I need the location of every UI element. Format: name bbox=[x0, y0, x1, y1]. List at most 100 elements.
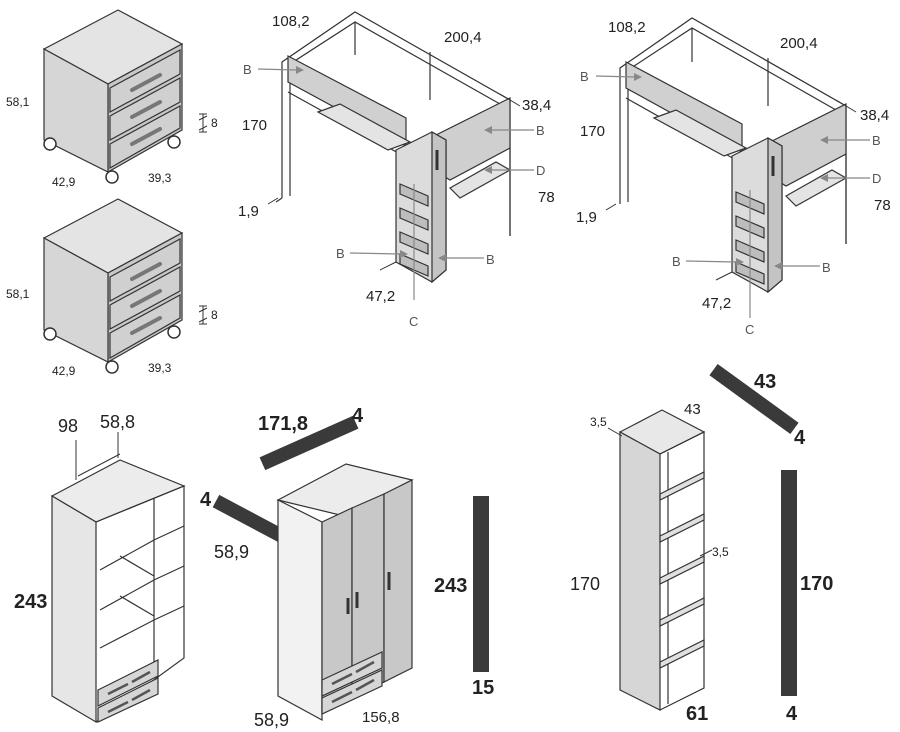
drawer-handle bbox=[331, 672, 353, 686]
wheel bbox=[43, 137, 57, 151]
wheel bbox=[43, 327, 57, 341]
dim-depth: 43 bbox=[684, 401, 701, 418]
bookcase-side bbox=[619, 430, 661, 711]
dim-side-width: 38,4 bbox=[522, 97, 551, 114]
wheel bbox=[167, 135, 181, 149]
bed-frame-inner bbox=[289, 21, 501, 196]
dim-length: 200,4 bbox=[780, 35, 818, 52]
dim-depth: 58,8 bbox=[100, 412, 135, 432]
top-panel-bar bbox=[259, 415, 359, 471]
dim-ladder-width: 47,2 bbox=[702, 295, 731, 312]
drawer-handle bbox=[130, 316, 162, 335]
bed-leg bbox=[275, 197, 283, 203]
dim-line bbox=[715, 271, 733, 281]
vertical-panel-bar bbox=[781, 470, 797, 696]
dim-side-bar-length: 58,9 bbox=[214, 542, 249, 562]
label-b: B bbox=[672, 254, 681, 269]
wardrobe-left-side bbox=[277, 499, 323, 722]
dim-vbar-height: 243 bbox=[434, 575, 467, 597]
dim-line bbox=[77, 453, 121, 477]
bookcase: 3,5 43 3,5 170 61 43 4 170 4 bbox=[570, 363, 833, 725]
vertical-panel-bar bbox=[473, 496, 489, 672]
dim-line bbox=[835, 99, 857, 113]
open-wardrobe: 98 58,8 243 bbox=[14, 412, 186, 724]
dim-top-bar-thick: 4 bbox=[352, 405, 364, 427]
wardrobe: 171,8 4 4 58,9 243 15 58,9 156,8 bbox=[200, 405, 494, 730]
drawer-handle bbox=[130, 289, 162, 308]
dim-depth: 58,9 bbox=[254, 710, 289, 730]
dim-length: 200,4 bbox=[444, 29, 482, 46]
label-c: C bbox=[409, 314, 418, 329]
label-b: B bbox=[872, 133, 881, 148]
dim-line bbox=[379, 261, 397, 271]
ladder-side bbox=[767, 136, 783, 294]
drawer-handle bbox=[130, 73, 162, 92]
drawer-handle bbox=[355, 678, 375, 692]
dim-line bbox=[267, 197, 279, 205]
label-b: B bbox=[580, 69, 589, 84]
dim-height: 58,1 bbox=[6, 287, 30, 301]
drawer-unit-2: 58,1 42,9 39,3 8 bbox=[6, 198, 218, 378]
dim-ladder-width: 47,2 bbox=[366, 288, 395, 305]
dim-height: 58,1 bbox=[6, 95, 30, 109]
dim-shelf-height: 78 bbox=[874, 197, 891, 214]
bed-frame-inner bbox=[627, 27, 837, 202]
drawer-handle bbox=[107, 700, 129, 714]
dim-bar-length: 43 bbox=[754, 371, 776, 393]
dim-inner-shelf: 3,5 bbox=[712, 545, 729, 559]
wheel-dimension-mark bbox=[198, 305, 208, 325]
drawer-handle bbox=[130, 127, 162, 146]
dim-width: 42,9 bbox=[52, 175, 76, 189]
drawer-handle bbox=[130, 262, 162, 281]
label-b: B bbox=[243, 62, 252, 77]
dim-shelf-height: 78 bbox=[538, 189, 555, 206]
drawer-unit-1: 58,1 42,9 39,3 8 bbox=[6, 9, 218, 189]
wardrobe-drawer bbox=[97, 659, 159, 707]
loft-bed-1: 108,2 200,4 170 1,9 38,4 78 47,2 B B D B… bbox=[238, 11, 555, 329]
label-c: C bbox=[745, 322, 754, 337]
drawer-handle bbox=[355, 660, 375, 674]
drawer-handle bbox=[130, 100, 162, 119]
drawer-handle bbox=[131, 688, 151, 702]
bed-shelf bbox=[316, 103, 412, 151]
dim-line bbox=[499, 93, 521, 107]
dim-width: 98 bbox=[58, 416, 78, 436]
bookcase-shelves bbox=[659, 471, 705, 669]
callout-arrows bbox=[595, 73, 870, 318]
dim-height: 170 bbox=[242, 117, 267, 134]
dim-line bbox=[607, 427, 623, 437]
label-d: D bbox=[872, 171, 881, 186]
dim-leg: 1,9 bbox=[238, 203, 259, 220]
loft-bed-2: 108,2 200,4 170 1,9 38,4 78 47,2 B B D B… bbox=[576, 17, 891, 337]
dim-width: 61 bbox=[686, 703, 708, 725]
drawer-handle bbox=[107, 682, 129, 696]
dim-side-bar-thick: 4 bbox=[200, 489, 212, 511]
dim-wheel: 8 bbox=[211, 116, 218, 130]
dim-depth: 108,2 bbox=[272, 13, 310, 30]
dim-line bbox=[699, 549, 713, 557]
dim-width: 156,8 bbox=[362, 709, 400, 726]
dim-depth: 108,2 bbox=[608, 19, 646, 36]
wardrobe-door bbox=[383, 479, 413, 683]
dim-height: 170 bbox=[580, 123, 605, 140]
dim-depth: 39,3 bbox=[148, 361, 172, 375]
top-panel-bar bbox=[709, 363, 799, 435]
wardrobe-shelves bbox=[99, 525, 185, 649]
wardrobe-side bbox=[51, 494, 97, 724]
dim-height: 243 bbox=[14, 591, 47, 613]
drawer-handle bbox=[131, 670, 151, 684]
wheel bbox=[105, 360, 119, 374]
dim-wheel: 8 bbox=[211, 308, 218, 322]
dim-side-width: 38,4 bbox=[860, 107, 889, 124]
drawer-handle bbox=[331, 690, 353, 704]
dim-height: 170 bbox=[570, 574, 600, 594]
wheel bbox=[167, 325, 181, 339]
bed-shelf bbox=[652, 109, 748, 157]
dim-leg: 1,9 bbox=[576, 209, 597, 226]
dim-top-bar-length: 171,8 bbox=[258, 413, 308, 435]
callout-arrows bbox=[257, 66, 534, 300]
label-b: B bbox=[536, 123, 545, 138]
label-b: B bbox=[822, 260, 831, 275]
dim-vbar-thick: 4 bbox=[786, 703, 798, 725]
